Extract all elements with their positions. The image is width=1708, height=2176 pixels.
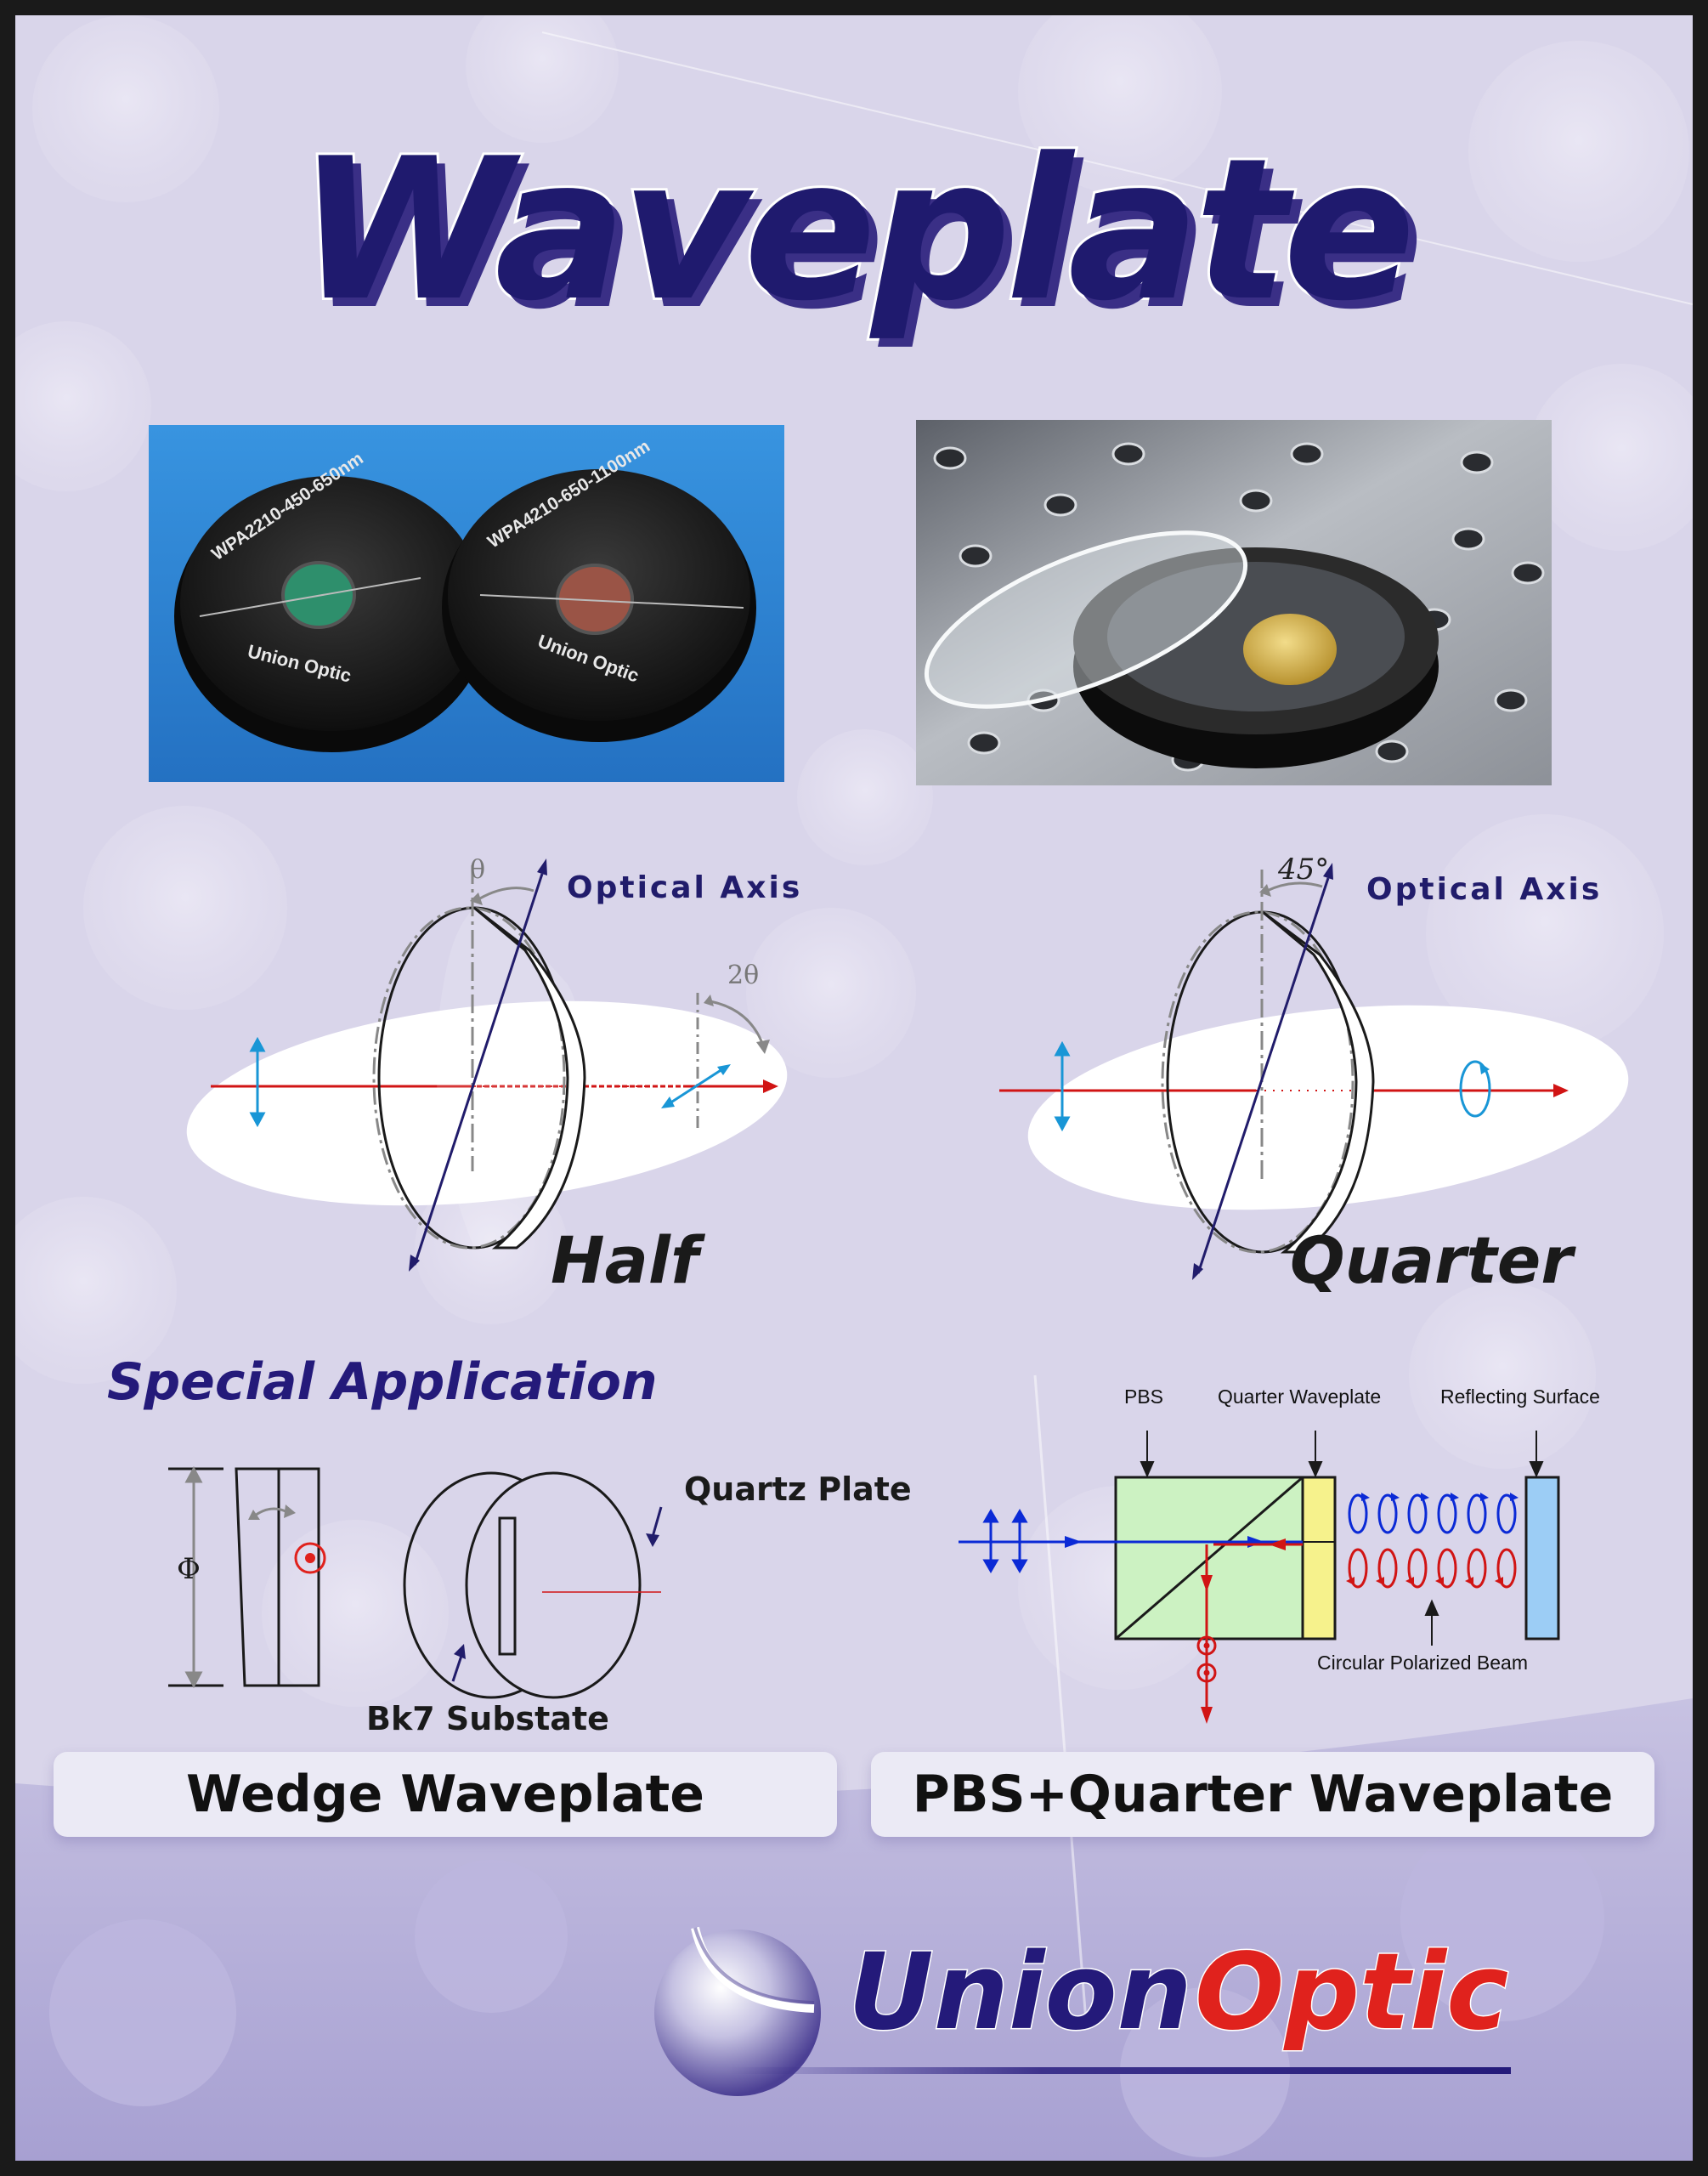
quarter-optical-axis-label: Optical Axis: [1366, 872, 1603, 907]
half-base-ellipse: [186, 1000, 788, 1206]
wedge-waveplate-diagram: [168, 1465, 663, 1699]
circular-beam-return: [1348, 1548, 1517, 1589]
half-2theta-label: 2θ: [727, 960, 760, 990]
logo-underline: [729, 2067, 1511, 2074]
input-polarization-arrows: [982, 1509, 1028, 1573]
pbs-label: PBS: [1124, 1386, 1164, 1408]
product-photo-left: WPA2210-450-650nm Union Optic WPA4210-65…: [149, 425, 784, 782]
bk7-substrate-label: Bk7 Substate: [366, 1700, 609, 1737]
quarter-waveplate-diagram: [999, 863, 1629, 1280]
page-title: Waveplate: [295, 115, 1418, 347]
half-input-polarization: [249, 1036, 266, 1128]
quarter-angle-label: 45°: [1278, 853, 1330, 887]
quarter-optical-axis-arrow: [1196, 877, 1330, 1274]
quarter-waveplate-rect: [1301, 1476, 1337, 1640]
half-waveplate-diagram: [186, 858, 788, 1272]
half-theta-label: θ: [470, 855, 486, 885]
quarter-waveplate-label: Quarter Waveplate: [1218, 1386, 1382, 1408]
logo-word-optic: Optic: [1193, 1930, 1509, 2055]
half-label: Half: [551, 1222, 699, 1298]
half-output-rotation: [661, 993, 770, 1129]
wedge-polarization-dot: [294, 1542, 326, 1574]
pbs-quarter-title: PBS+Quarter Waveplate: [912, 1765, 1614, 1824]
half-optical-axis-arrow: [413, 873, 544, 1266]
quarter-circular-polarization: [1459, 1060, 1491, 1118]
logo-word-union: Union: [847, 1930, 1194, 2055]
quarter-input-polarization: [1054, 1040, 1071, 1132]
circular-beam-forward: [1348, 1493, 1517, 1534]
poster: Waveplate WPA2210-450-650nm Union Optic …: [15, 15, 1693, 2161]
quartz-plate-label: Quartz Plate: [684, 1470, 912, 1508]
pbs-quarter-panel: PBS+Quarter Waveplate: [871, 1752, 1654, 1837]
product-photo-right: [916, 420, 1552, 785]
union-optic-logo-sphere: [654, 1926, 821, 2096]
reflecting-surface-label: Reflecting Surface: [1440, 1386, 1600, 1408]
special-application-heading: Special Application: [107, 1352, 658, 1412]
circular-polarized-beam-label: Circular Polarized Beam: [1317, 1652, 1528, 1674]
wedge-waveplate-title: Wedge Waveplate: [186, 1765, 704, 1824]
pbs-quarter-diagram: [959, 1431, 1560, 1724]
quarter-label: Quarter: [1290, 1222, 1573, 1298]
wedge-waveplate-panel: Wedge Waveplate: [54, 1752, 837, 1837]
wedge-phi-label: Φ: [177, 1552, 201, 1586]
half-optical-axis-label: Optical Axis: [567, 870, 803, 905]
reflecting-surface-rect: [1524, 1476, 1560, 1640]
